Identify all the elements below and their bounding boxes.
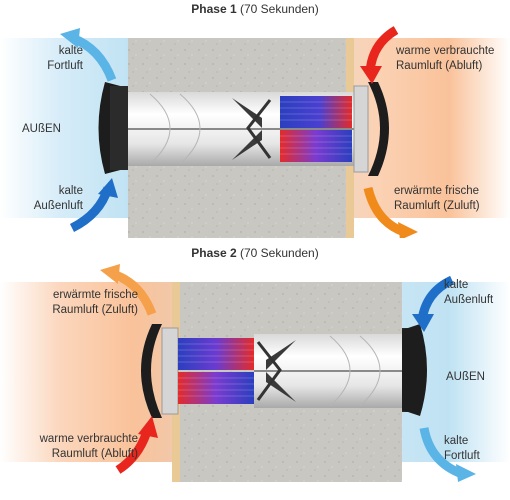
phase1-title: Phase 1 (70 Sekunden) <box>0 2 510 16</box>
heat-exchanger-bottom <box>178 372 254 404</box>
phase1-title-rest: (70 Sekunden) <box>239 2 319 16</box>
heat-exchanger-top <box>178 338 254 370</box>
inner-cover <box>368 82 389 176</box>
phase2-title-rest: (70 Sekunden) <box>239 246 319 260</box>
inner-cover <box>141 324 162 418</box>
heat-exchanger-top <box>280 96 352 128</box>
outer-fan-cover <box>402 324 427 416</box>
arrow-exhaust-out <box>419 427 464 479</box>
phase1-title-bold: Phase 1 <box>191 2 237 16</box>
phase2-title-bold: Phase 2 <box>191 246 237 260</box>
p1-label-outside: AUßEN <box>22 123 61 135</box>
p2-label-outside: AUßEN <box>446 371 485 383</box>
phase1-illustration <box>0 26 510 238</box>
phase2-illustration <box>0 264 510 482</box>
phase2-title: Phase 2 (70 Sekunden) <box>0 246 510 260</box>
heat-exchanger-bottom <box>280 130 352 162</box>
